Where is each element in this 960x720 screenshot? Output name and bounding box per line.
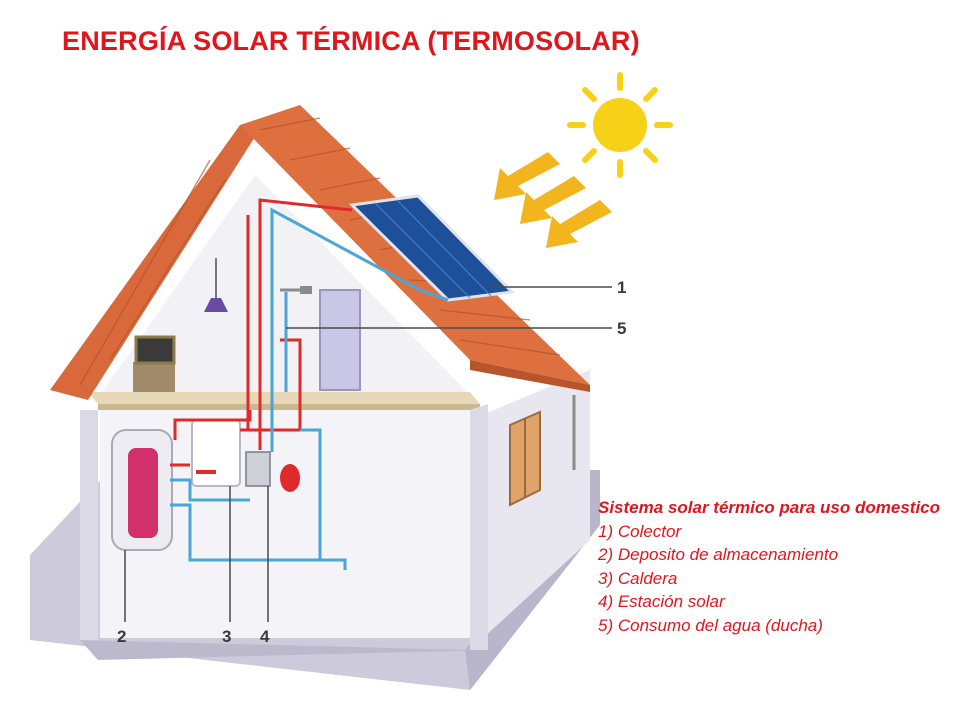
tv <box>134 335 176 365</box>
solar-station <box>245 451 271 487</box>
sun <box>567 72 673 178</box>
boiler-label <box>196 470 216 474</box>
tv-cabinet <box>133 362 175 392</box>
cold-pipes <box>170 207 449 570</box>
boiler <box>191 419 241 487</box>
roof-right-underside <box>470 360 590 392</box>
legend-item-collector: 1) Colector <box>598 521 682 541</box>
tank-interior <box>128 448 158 538</box>
legend-item-storage-tank: 2) Deposito de almacenamiento <box>598 545 839 564</box>
interior-back-wall <box>100 175 470 395</box>
callout-1: 1 <box>617 278 626 297</box>
attic-floor <box>88 392 480 404</box>
solar-collector <box>348 194 516 302</box>
attic-floor-edge <box>98 404 480 410</box>
attic-door <box>319 289 361 391</box>
callout-3: 3 <box>222 627 231 646</box>
hot-pipes <box>170 198 353 467</box>
legend-item-water-consumption: 5) Consumo del agua (ducha) <box>598 615 823 635</box>
legend: Sistema solar térmico para uso domestico… <box>598 496 948 637</box>
page-title: ENERGÍA SOLAR TÉRMICA (TERMOSOLAR) <box>62 26 640 56</box>
lamp-shade <box>204 298 228 312</box>
front-wall-right <box>470 404 488 650</box>
front-wall-left <box>80 410 98 650</box>
callout-4: 4 <box>260 627 270 646</box>
shower-head <box>300 286 312 294</box>
legend-item-boiler: 3) Caldera <box>598 568 678 588</box>
roof-tile-lines <box>79 117 561 386</box>
floor-slab <box>80 640 488 660</box>
legend-heading: Sistema solar térmico para uso domestico <box>598 498 941 517</box>
callout-2: 2 <box>117 627 126 646</box>
expansion-vessel <box>280 464 300 492</box>
roof-left <box>50 125 258 400</box>
callout-5: 5 <box>617 319 626 338</box>
collector-grid <box>374 199 492 299</box>
sunlight-arrows <box>494 152 612 248</box>
legend-item-solar-station: 4) Estación solar <box>598 592 725 611</box>
house-side-wall <box>470 370 590 650</box>
callout-lines <box>124 286 612 622</box>
